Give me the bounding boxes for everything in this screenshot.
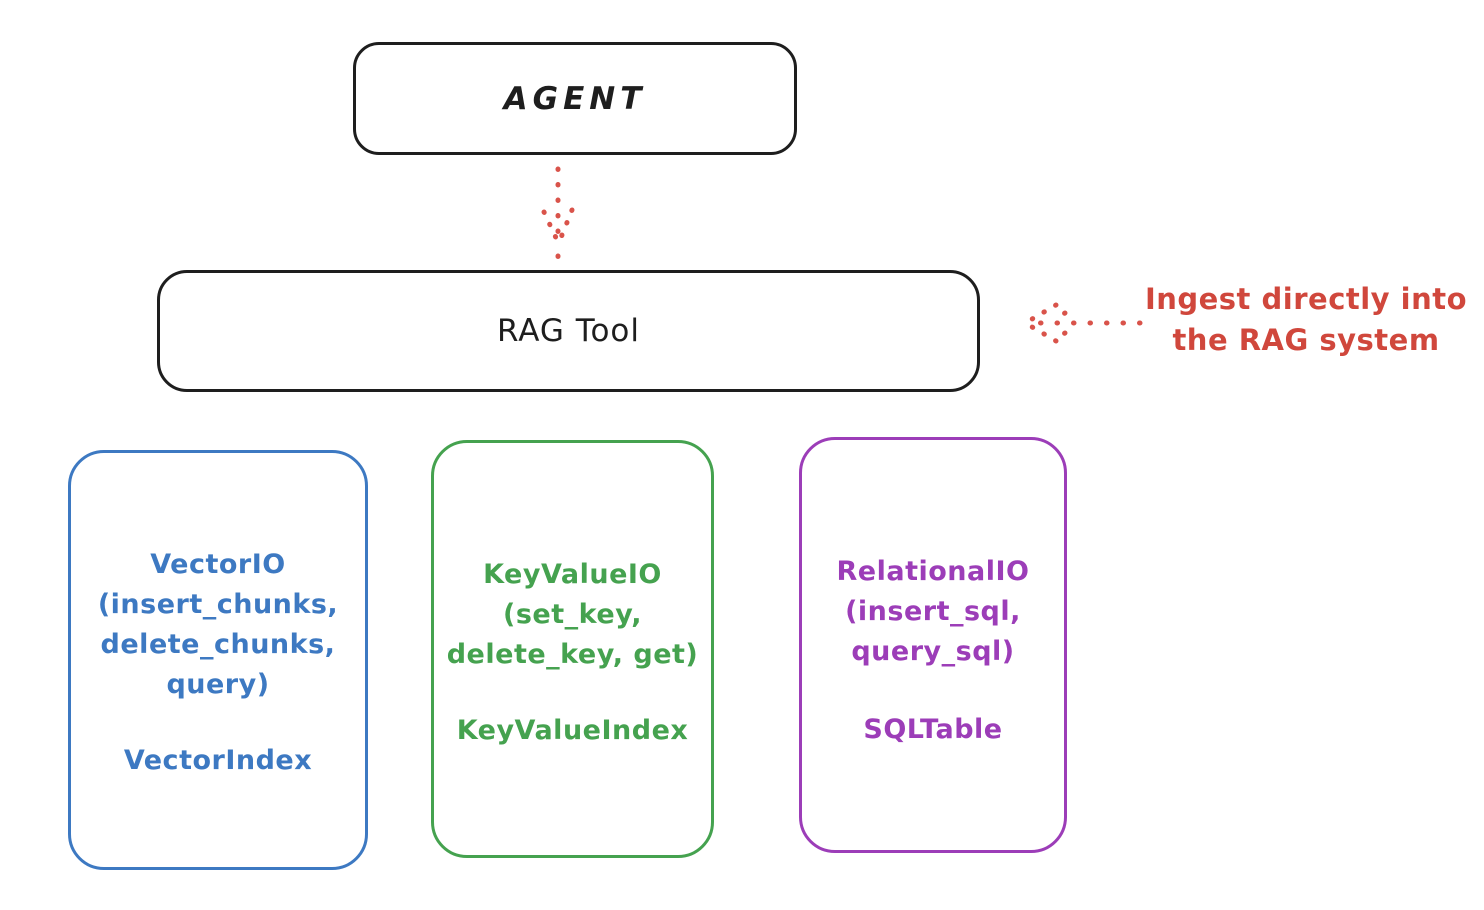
ingest-annotation: Ingest directly into the RAG system — [1128, 279, 1484, 361]
ingest-annotation-line2: the RAG system — [1172, 323, 1440, 357]
keyvalue-io-box: KeyValueIO (set_key, delete_key, get) Ke… — [431, 440, 714, 858]
relational-io-param-2: query_sql) — [851, 636, 1015, 667]
vector-io-box: VectorIO (insert_chunks, delete_chunks, … — [68, 450, 368, 870]
rag-tool-label: RAG Tool — [496, 313, 641, 349]
keyvalue-io-title: KeyValueIO — [483, 559, 662, 590]
relational-io-title: RelationalIO — [836, 556, 1030, 587]
keyvalue-io-param-1: (set_key, — [503, 599, 642, 630]
rag-tool-box: RAG Tool — [157, 270, 980, 392]
keyvalue-io-param-2: delete_key, get) — [446, 639, 699, 670]
agent-to-ragtool-dotted-arrow-icon — [541, 166, 575, 259]
vector-io-param-3: query) — [166, 669, 270, 700]
vector-io-text: VectorIO (insert_chunks, delete_chunks, … — [98, 545, 338, 705]
vector-index-label: VectorIndex — [123, 745, 313, 776]
agent-box: AGENT — [353, 42, 797, 155]
vector-io-param-2: delete_chunks, — [100, 629, 336, 660]
vector-io-title: VectorIO — [150, 549, 286, 580]
annotation-to-ragtool-dotted-arrow-icon — [1024, 302, 1143, 344]
agent-label: AGENT — [503, 80, 647, 117]
keyvalue-index-label: KeyValueIndex — [456, 715, 689, 746]
relational-io-box: RelationalIO (insert_sql, query_sql) SQL… — [799, 437, 1067, 853]
relational-io-text: RelationalIO (insert_sql, query_sql) — [837, 552, 1030, 672]
relational-io-param-1: (insert_sql, — [845, 596, 1021, 627]
ingest-annotation-line1: Ingest directly into — [1144, 282, 1468, 316]
sql-table-label: SQLTable — [863, 714, 1003, 745]
vector-io-param-1: (insert_chunks, — [97, 589, 339, 620]
keyvalue-io-text: KeyValueIO (set_key, delete_key, get) — [447, 555, 699, 675]
